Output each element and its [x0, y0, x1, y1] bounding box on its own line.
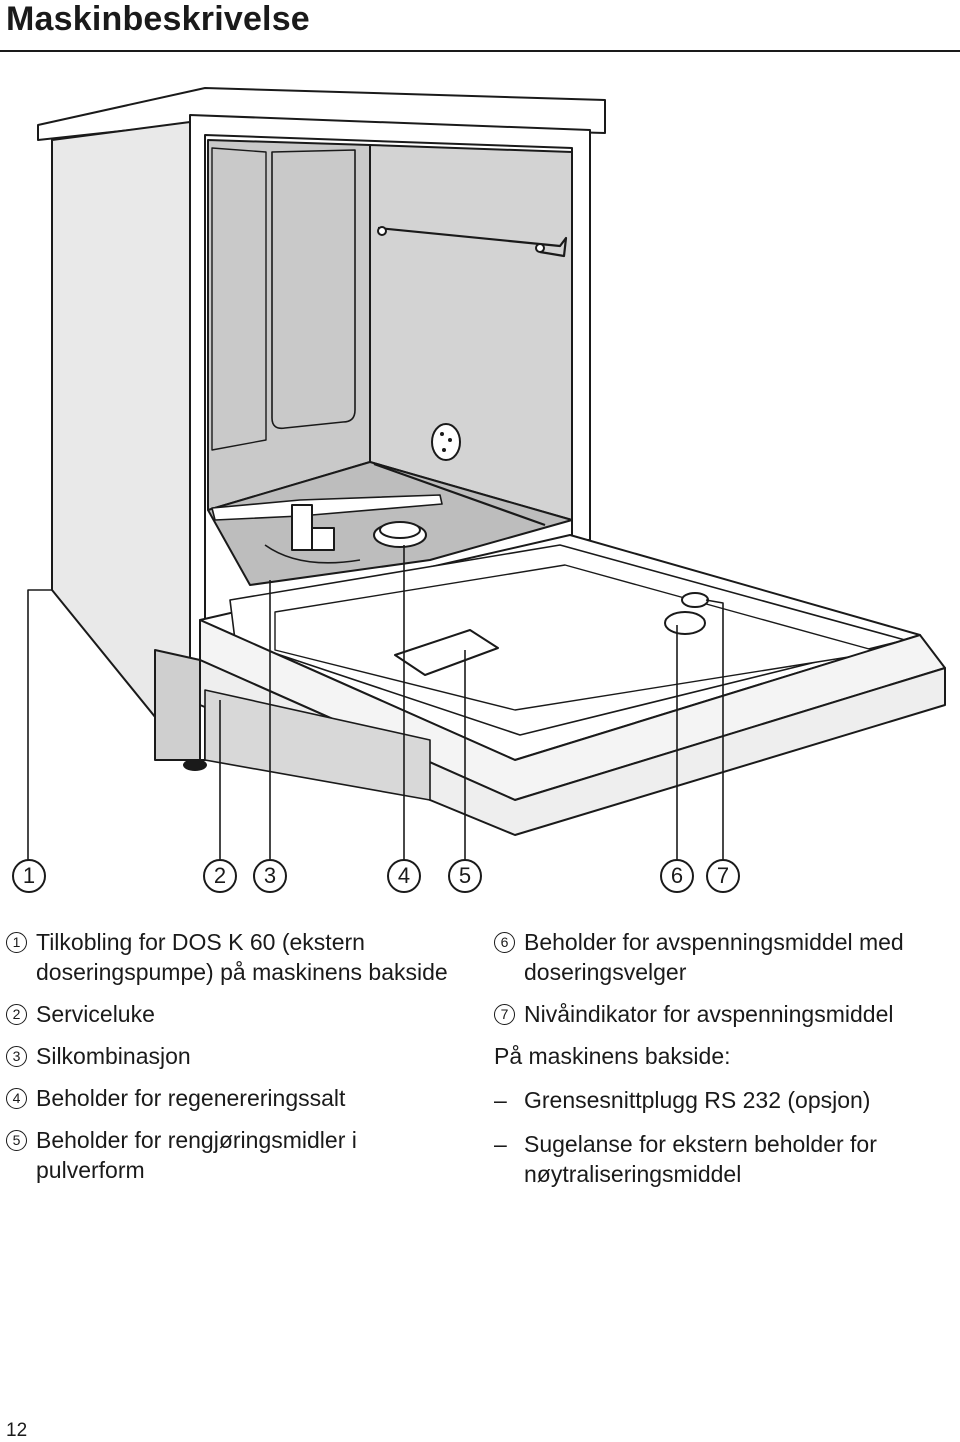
legend-number: 5	[6, 1130, 27, 1151]
callout-7: 7	[706, 859, 740, 893]
legend-text: Beholder for regenereringssalt	[36, 1085, 346, 1111]
legend-text: Tilkobling for DOS K 60 (ekstern doserin…	[36, 929, 448, 985]
backside-item-1: – Grensesnittplugg RS 232 (opsjon)	[494, 1085, 954, 1115]
dishwasher-illustration	[27, 87, 946, 862]
tub-wall-panel-left	[211, 147, 267, 451]
legend-item-3: 3 Silkombinasjon	[6, 1041, 454, 1071]
leader-lines	[27, 545, 724, 862]
rinse-aid-dispenser	[664, 611, 706, 635]
legend-item-2: 2 Serviceluke	[6, 999, 454, 1029]
filter-combination	[291, 504, 313, 551]
lower-rail	[373, 462, 546, 527]
backside-item-text: Sugelanse for ekstern beholder for nøytr…	[524, 1131, 877, 1187]
dash-bullet: –	[494, 1087, 507, 1113]
callout-5: 5	[448, 859, 482, 893]
backside-item-2: – Sugelanse for ekstern beholder for nøy…	[494, 1129, 954, 1189]
backside-item-text: Grensesnittplugg RS 232 (opsjon)	[524, 1087, 871, 1113]
spray-nozzle	[431, 423, 461, 461]
legend-item-7: 7 Nivåindikator for avspenningsmiddel	[494, 999, 954, 1029]
tub-left-wall	[207, 139, 371, 511]
tub-wall-panel-upper	[271, 149, 356, 430]
legend-left: 1 Tilkobling for DOS K 60 (ekstern doser…	[6, 927, 454, 1197]
callout-1: 1	[12, 859, 46, 893]
legend-text: Beholder for rengjøringsmidler i pulverf…	[36, 1127, 357, 1183]
callout-6: 6	[660, 859, 694, 893]
callout-2: 2	[203, 859, 237, 893]
dash-bullet: –	[494, 1131, 507, 1157]
legend-text: Beholder for avspenningsmiddel med doser…	[524, 929, 904, 985]
legend-number: 6	[494, 932, 515, 953]
service-hatch	[154, 649, 201, 761]
legend-item-4: 4 Beholder for regenereringssalt	[6, 1083, 454, 1113]
page-number: 12	[6, 1420, 28, 1441]
tub-back-wall	[369, 144, 573, 521]
upper-rail	[377, 226, 568, 258]
legend-number: 1	[6, 932, 27, 953]
legend-number: 2	[6, 1004, 27, 1025]
rinse-aid-indicator	[681, 592, 709, 608]
legend-right: 6 Beholder for avspenningsmiddel med dos…	[494, 927, 954, 1203]
title-rule	[0, 50, 960, 52]
detergent-dispenser	[394, 629, 499, 676]
spray-arm	[211, 494, 443, 521]
legend-text: Serviceluke	[36, 1001, 155, 1027]
backside-heading: På maskinens bakside:	[494, 1043, 731, 1069]
legend-item-6: 6 Beholder for avspenningsmiddel med dos…	[494, 927, 954, 987]
page-title: Maskinbeskrivelse	[6, 0, 310, 38]
legend-number: 4	[6, 1088, 27, 1109]
legend-text: Nivåindikator for avspenningsmiddel	[524, 1001, 894, 1027]
callout-3: 3	[253, 859, 287, 893]
legend-number: 7	[494, 1004, 515, 1025]
callout-4: 4	[387, 859, 421, 893]
cabinet-plinth	[204, 689, 431, 801]
legend-item-1: 1 Tilkobling for DOS K 60 (ekstern doser…	[6, 927, 454, 987]
legend-text: Silkombinasjon	[36, 1043, 191, 1069]
legend-number: 3	[6, 1046, 27, 1067]
legend-item-5: 5 Beholder for rengjøringsmidler i pulve…	[6, 1125, 454, 1185]
